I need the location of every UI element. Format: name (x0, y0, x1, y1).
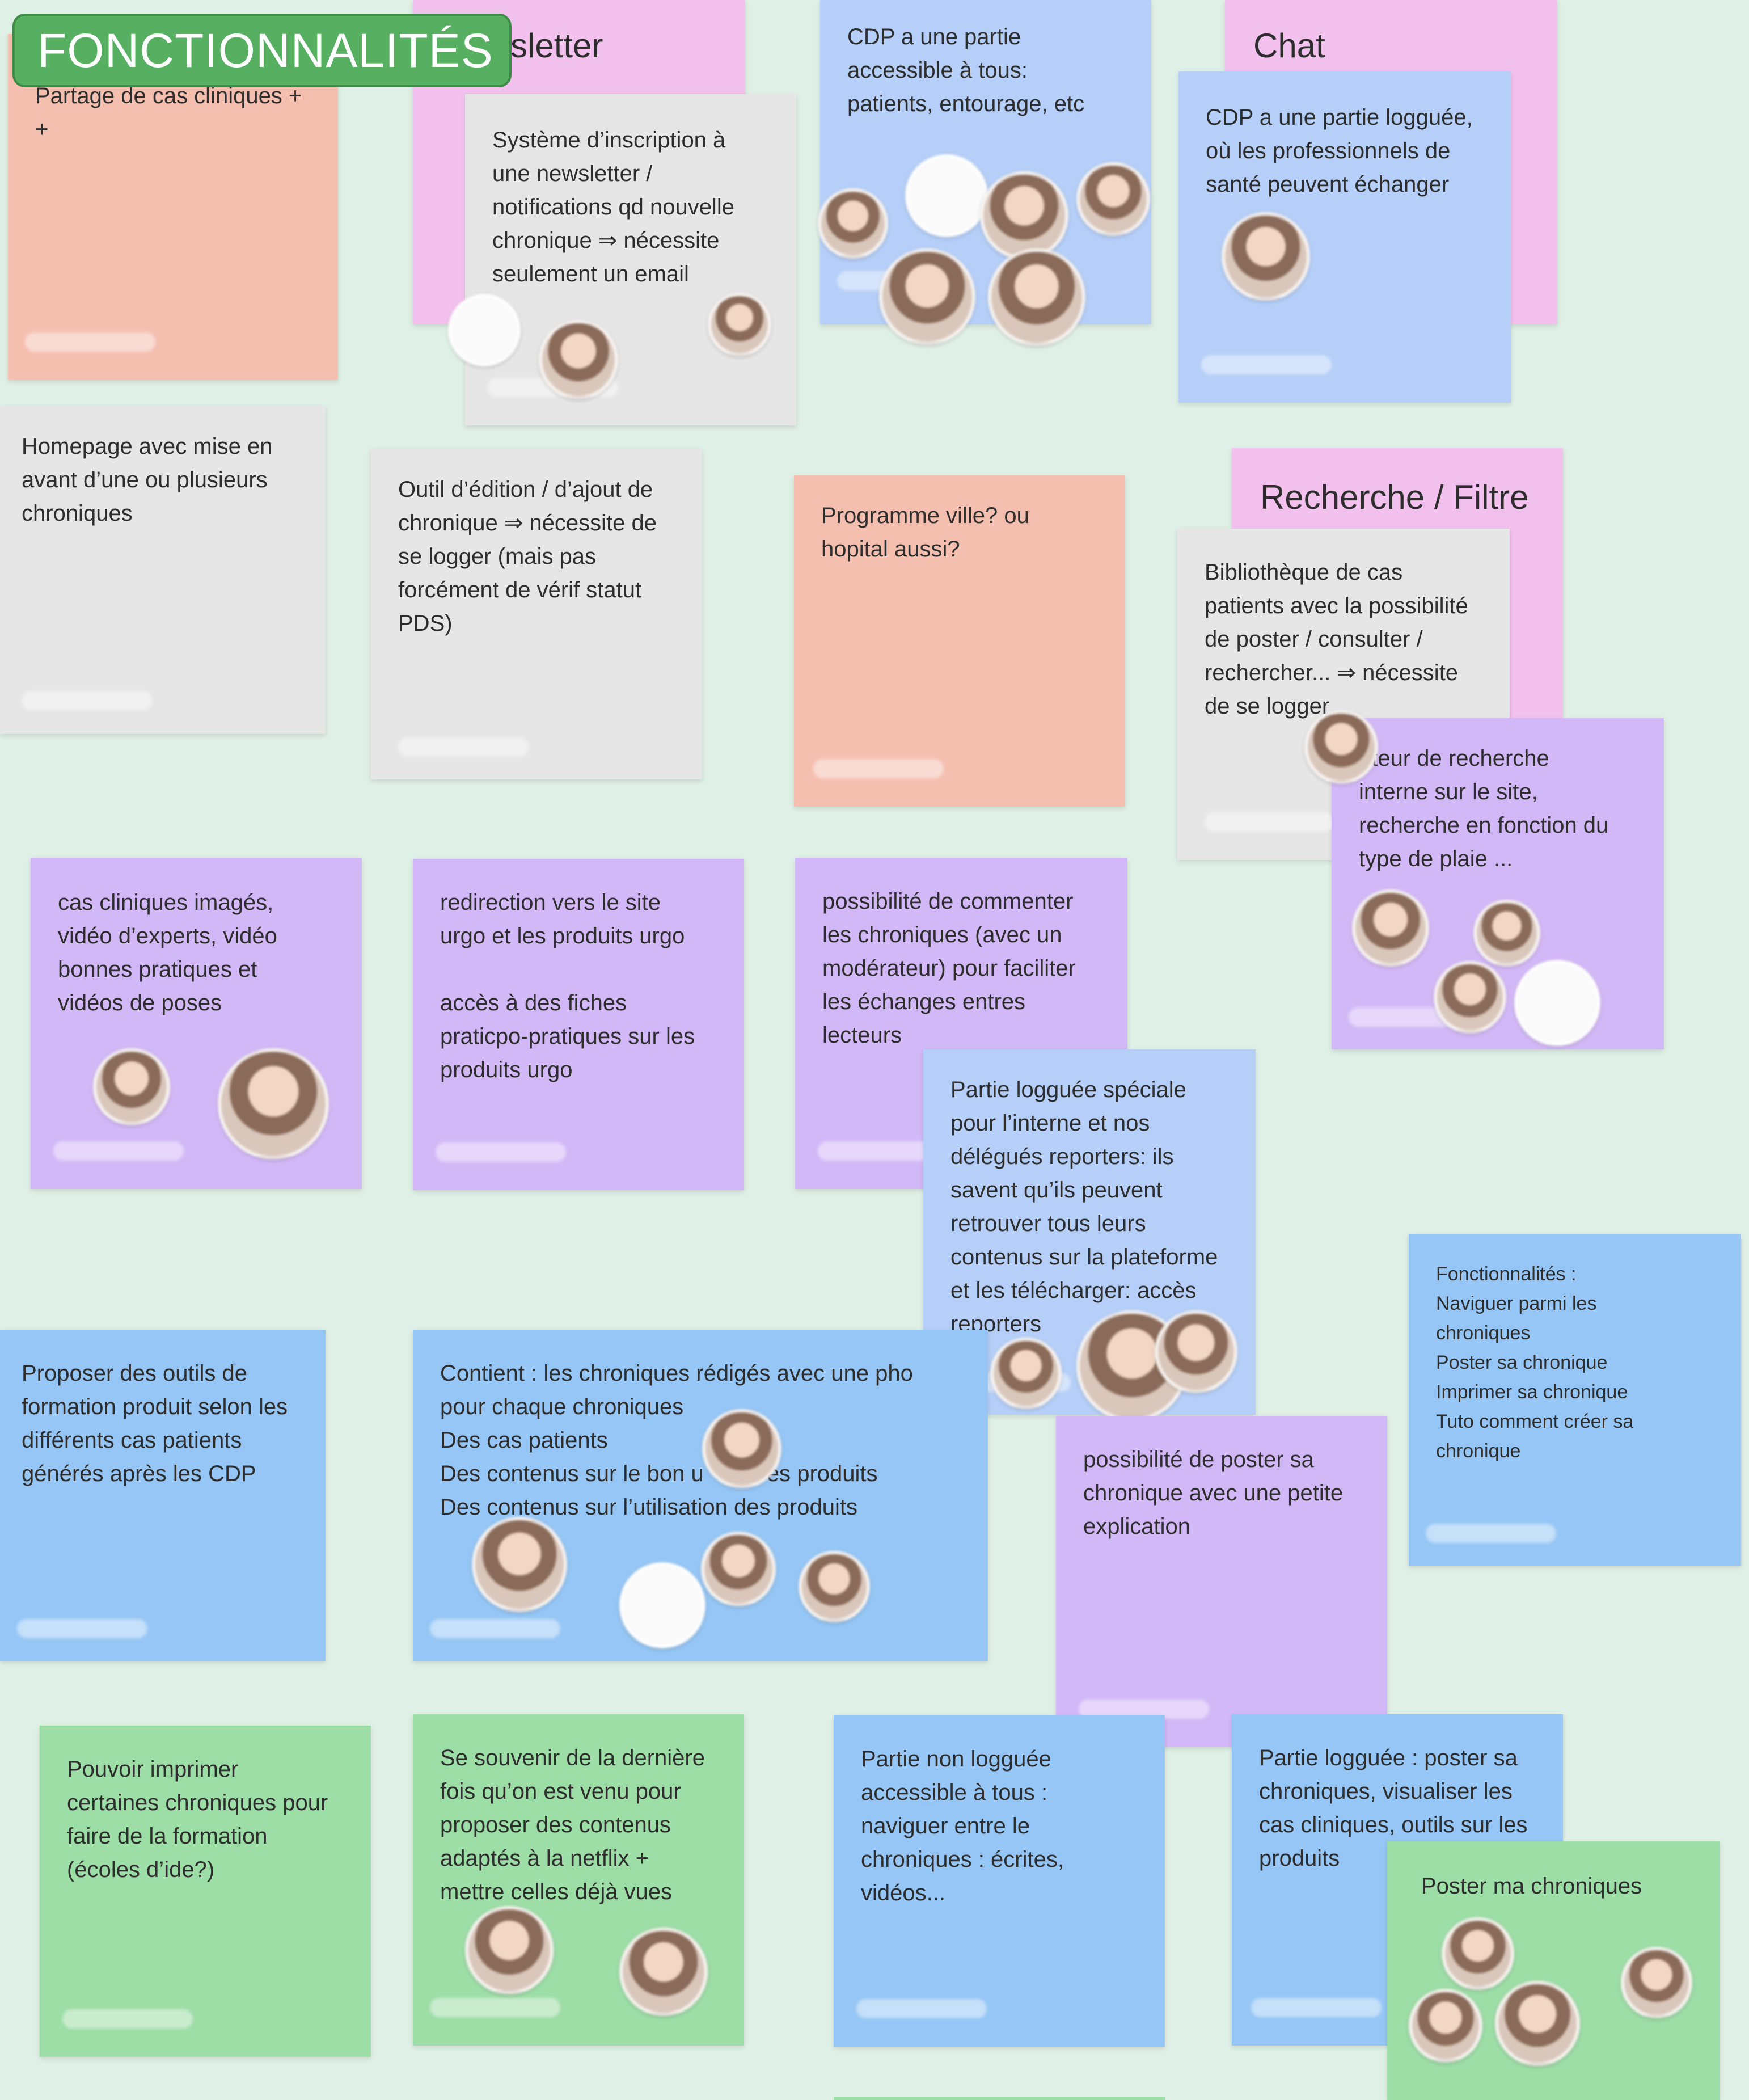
avatar[interactable] (988, 248, 1085, 346)
sticky-note-cdp-public[interactable]: CDP a une partie accessible à tous: pati… (818, 0, 1151, 346)
author-label (430, 1619, 560, 1638)
header-title: sletter (510, 27, 603, 65)
note-text: Se souvenir de la dernière fois qu’on es… (440, 1745, 705, 1904)
avatar[interactable] (1621, 1947, 1692, 2018)
sticky-note-imprimer[interactable]: Pouvoir imprimer certaines chroniques po… (40, 1726, 371, 2057)
author-label (1201, 355, 1332, 374)
avatar[interactable] (1222, 212, 1310, 301)
avatar[interactable] (465, 1906, 554, 1994)
avatar[interactable] (702, 1409, 781, 1488)
avatar[interactable] (1514, 960, 1600, 1046)
note-text: redirection vers le site urgo et les pro… (440, 890, 695, 1082)
avatar[interactable] (539, 320, 618, 399)
sticky-note-edge[interactable] (834, 2097, 1165, 2100)
avatar[interactable] (905, 154, 988, 237)
author-label (436, 1142, 566, 1162)
note-text: CDP a une partie accessible à tous: pati… (847, 24, 1085, 116)
sticky-note-outil[interactable]: Outil d’édition / d’ajout de chronique ⇒… (371, 449, 702, 779)
avatar[interactable] (472, 1517, 567, 1612)
avatar[interactable] (990, 1338, 1062, 1409)
avatar[interactable] (879, 248, 975, 345)
avatar[interactable] (1304, 710, 1378, 784)
author-label (398, 737, 529, 757)
header-title: Chat (1253, 27, 1325, 65)
avatar[interactable] (799, 1551, 870, 1622)
note-text: Proposer des outils de formation produit… (22, 1361, 288, 1486)
author-label (25, 332, 155, 352)
author-label (53, 1141, 184, 1161)
avatar[interactable] (1155, 1310, 1237, 1393)
avatar[interactable] (1442, 1917, 1514, 1990)
avatar[interactable] (1076, 162, 1150, 236)
sticky-note-cdp-logged[interactable]: CDP a une partie logguée, où les profess… (1178, 71, 1511, 403)
note-text: Bibliothèque de cas patients avec la pos… (1205, 560, 1468, 719)
sticky-note-redirection[interactable]: redirection vers le site urgo et les pro… (413, 859, 744, 1190)
note-text: Contient : les chroniques rédigés avec u… (440, 1361, 913, 1520)
avatar[interactable] (448, 294, 521, 366)
avatar[interactable] (708, 293, 771, 356)
author-label (22, 691, 152, 710)
author-label (62, 2009, 193, 2029)
avatar[interactable] (818, 188, 888, 259)
note-text: CDP a une partie logguée, où les profess… (1206, 105, 1473, 197)
note-text: possibilité de commenter les chroniques … (822, 889, 1076, 1048)
sticky-note-poster-ma[interactable]: Poster ma chroniques (1387, 1841, 1720, 2100)
header-title: Recherche / Filtre (1260, 478, 1529, 516)
avatar[interactable] (93, 1048, 170, 1125)
sticky-note-programme[interactable]: Programme ville? ou hopital aussi? (794, 475, 1125, 807)
note-text: Partie logguée : poster sa chroniques, v… (1259, 1745, 1528, 1871)
sticky-note-contient[interactable]: Contient : les chroniques rédigés avec u… (413, 1330, 988, 1661)
note-text: Fonctionnalités : Naviguer parmi les chr… (1436, 1263, 1634, 1462)
sticky-note-non-logguee[interactable]: Partie non logguée accessible à tous : n… (834, 1715, 1165, 2047)
note-text: oteur de recherche interne sur le site, … (1359, 746, 1609, 871)
author-label (17, 1619, 147, 1638)
author-label (430, 1998, 560, 2017)
sticky-note-partage[interactable]: Partage de cas cliniques + + (8, 34, 338, 380)
note-text: Poster ma chroniques (1421, 1874, 1642, 1899)
note-text: Homepage avec mise en avant d’une ou plu… (22, 434, 273, 526)
note-text: possibilité de poster sa chronique avec … (1083, 1447, 1344, 1539)
avatar[interactable] (218, 1048, 329, 1159)
section-title-banner: FONCTIONNALITÉS (12, 14, 512, 87)
avatar[interactable] (1495, 1981, 1580, 2066)
avatar[interactable] (701, 1532, 776, 1606)
note-text: Partie logguée spéciale pour l’interne e… (950, 1077, 1218, 1336)
sticky-note-poster-explication[interactable]: possibilité de poster sa chronique avec … (1056, 1416, 1387, 1747)
sticky-note-homepage[interactable]: Homepage avec mise en avant d’une ou plu… (0, 406, 326, 734)
sticky-note-newsletter[interactable]: Système d’inscription à une newsletter /… (448, 94, 796, 425)
author-label (1205, 812, 1335, 832)
sticky-note-cas-images[interactable]: cas cliniques imagés, vidéo d’experts, v… (31, 858, 362, 1189)
avatar[interactable] (1352, 889, 1429, 967)
note-text: Partie non logguée accessible à tous : n… (861, 1747, 1064, 1905)
author-label (1251, 1998, 1382, 2017)
note-text: Pouvoir imprimer certaines chroniques po… (67, 1757, 328, 1882)
avatar[interactable] (1473, 900, 1540, 967)
sticky-note-fonctionnalites[interactable]: Fonctionnalités : Naviguer parmi les chr… (1409, 1234, 1741, 1566)
author-label (813, 759, 944, 778)
avatar[interactable] (980, 171, 1068, 260)
avatar[interactable] (619, 1928, 708, 2016)
avatar[interactable] (1409, 1989, 1482, 2063)
sticky-note-commenter[interactable]: possibilité de commenter les chroniques … (795, 858, 1127, 1189)
author-label (1426, 1524, 1556, 1543)
sticky-note-proposer[interactable]: Proposer des outils de formation produit… (0, 1330, 326, 1661)
note-text: Programme ville? ou hopital aussi? (821, 503, 1029, 562)
note-text: Système d’inscription à une newsletter /… (492, 128, 734, 286)
sticky-note-partie-speciale[interactable]: Partie logguée spéciale pour l’interne e… (923, 1049, 1256, 1422)
note-text: Partage de cas cliniques + + (35, 83, 302, 142)
sticky-note-souvenir[interactable]: Se souvenir de la dernière fois qu’on es… (413, 1714, 744, 2046)
note-text: cas cliniques imagés, vidéo d’experts, v… (58, 890, 277, 1015)
avatar[interactable] (1434, 961, 1506, 1034)
avatar[interactable] (619, 1562, 705, 1648)
sticky-note-moteur[interactable]: oteur de recherche interne sur le site, … (1332, 718, 1664, 1049)
author-label (856, 1999, 987, 2018)
note-text: Outil d’édition / d’ajout de chronique ⇒… (398, 477, 657, 636)
